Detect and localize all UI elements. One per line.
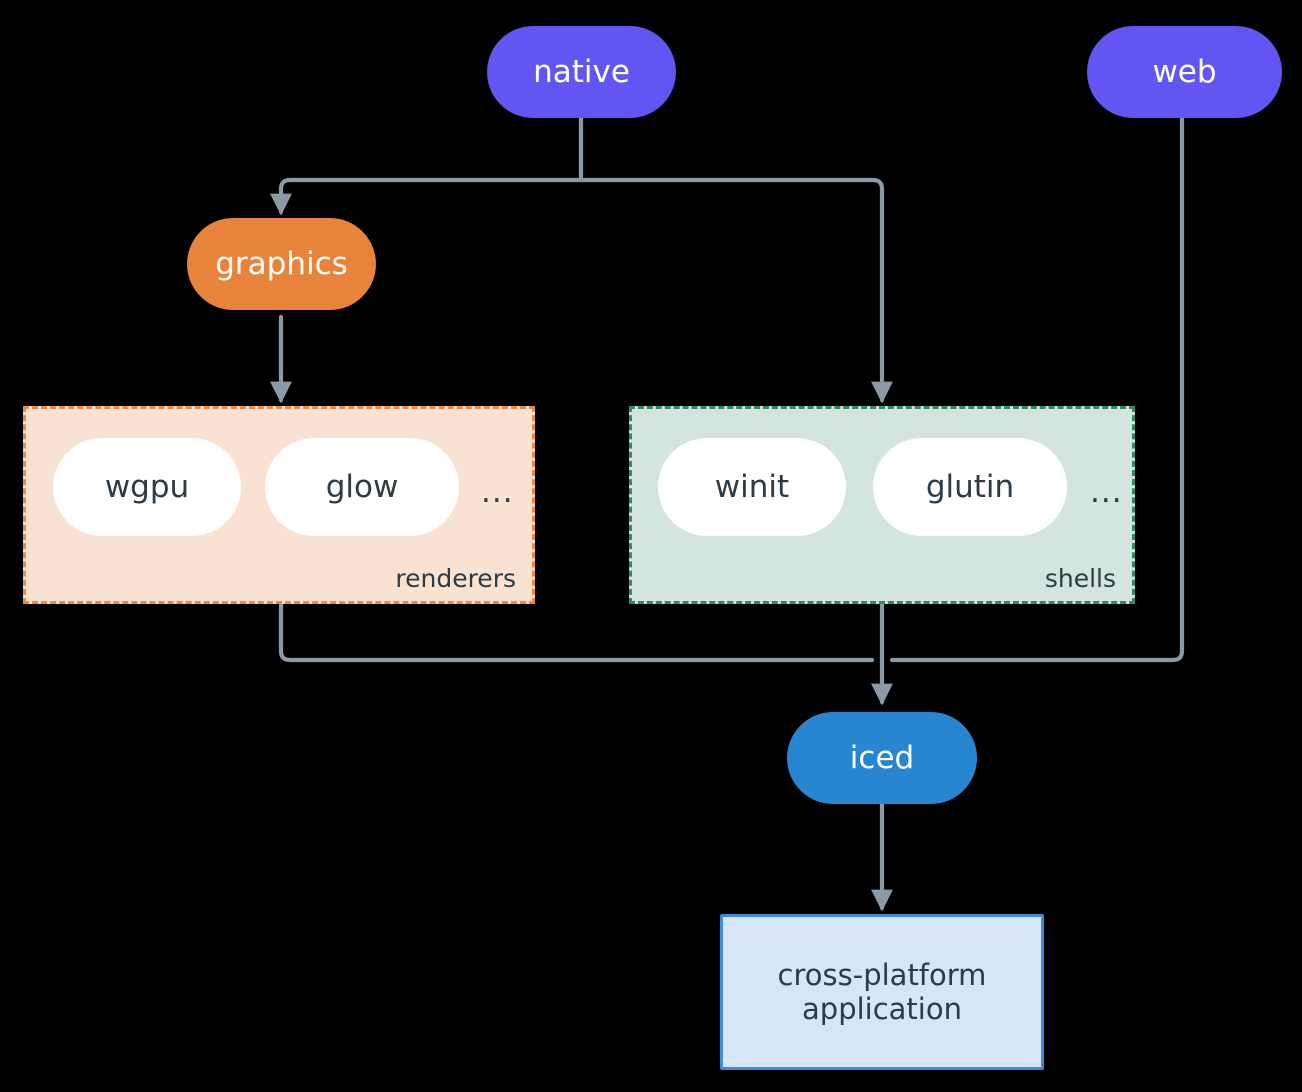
subnode-glutin[interactable]: glutin [873,438,1067,536]
node-iced-label: iced [849,739,915,776]
renderers-overflow-ellipsis: ... [481,474,514,510]
node-graphics[interactable]: graphics [187,218,376,310]
node-native-label: native [533,53,630,90]
node-web-label: web [1152,53,1217,90]
application-label-line1: cross-platform [777,957,987,992]
edge-native-to-graphics [270,177,584,216]
edge-renderers-to-iced [278,601,875,663]
subnode-glutin-label: glutin [925,469,1015,505]
subnode-glow[interactable]: glow [265,438,459,536]
cluster-shells: winit glutin ... shells [629,406,1135,604]
subnode-glow-label: glow [325,469,399,505]
cluster-renderers-label: renderers [395,564,516,593]
subnode-winit-label: winit [714,469,790,505]
subnode-winit[interactable]: winit [658,438,846,536]
edge-native-to-shells [578,177,893,404]
cluster-shells-label: shells [1044,564,1116,593]
node-web[interactable]: web [1087,26,1282,118]
node-iced[interactable]: iced [787,712,977,804]
node-graphics-label: graphics [215,245,348,282]
cluster-renderers: wgpu glow ... renderers [23,406,535,604]
shells-overflow-ellipsis: ... [1090,474,1123,510]
node-native[interactable]: native [487,26,676,118]
node-cross-platform-application[interactable]: cross-platform application [720,914,1044,1070]
application-label-line2: application [802,992,962,1026]
subnode-wgpu[interactable]: wgpu [53,438,241,536]
subnode-wgpu-label: wgpu [104,469,190,505]
